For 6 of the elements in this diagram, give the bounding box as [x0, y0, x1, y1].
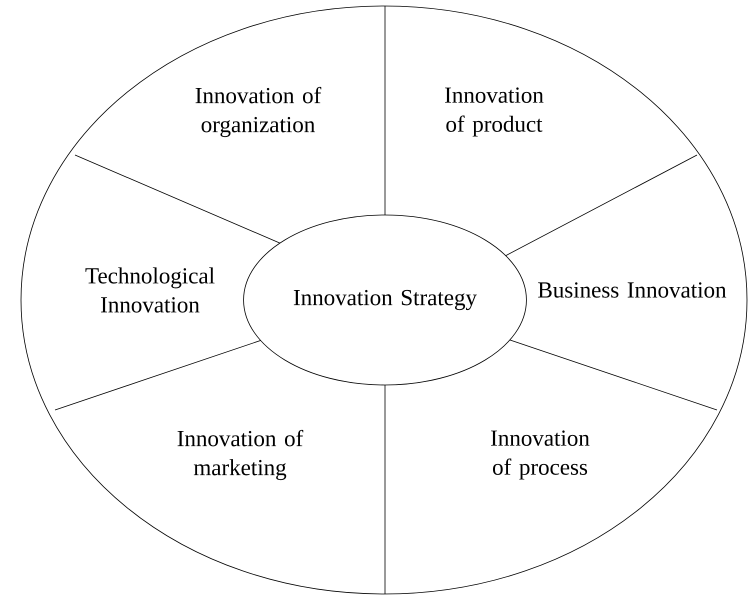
- sector-label: Technological Innovation: [85, 267, 215, 313]
- sector-label: Innovation of organization: [196, 86, 322, 138]
- sector-label: Innovation of process: [491, 430, 590, 480]
- outer-ellipse: [20, 6, 748, 594]
- sector-label: Innovation of product: [445, 87, 544, 137]
- sector-label: Innovation of marketing: [178, 430, 304, 480]
